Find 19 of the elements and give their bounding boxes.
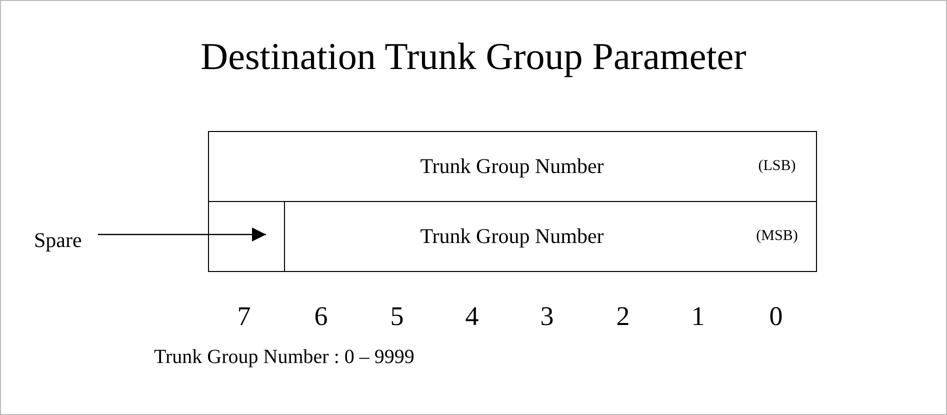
bit-number: 7	[237, 301, 251, 332]
field-name: Trunk Group Number	[420, 224, 604, 249]
range-note: Trunk Group Number : 0 – 9999	[154, 346, 414, 369]
bit-number: 4	[465, 301, 479, 332]
field-row	[284, 201, 817, 272]
bit-number: 2	[616, 301, 630, 332]
spare-bit-cell	[208, 201, 285, 272]
spare-label: Spare	[34, 225, 98, 255]
diagram-title: Destination Trunk Group Parameter	[200, 35, 748, 79]
byte-order-label: (MSB)	[756, 228, 798, 245]
field-name: Trunk Group Number	[420, 154, 604, 179]
bit-number: 1	[691, 301, 705, 332]
field-row	[208, 131, 817, 202]
bit-number: 3	[540, 301, 554, 332]
bit-number: 0	[769, 301, 783, 332]
bit-number: 6	[314, 301, 328, 332]
bit-number: 5	[390, 301, 404, 332]
byte-order-label: (LSB)	[758, 158, 796, 175]
leader-arrow	[98, 228, 266, 242]
